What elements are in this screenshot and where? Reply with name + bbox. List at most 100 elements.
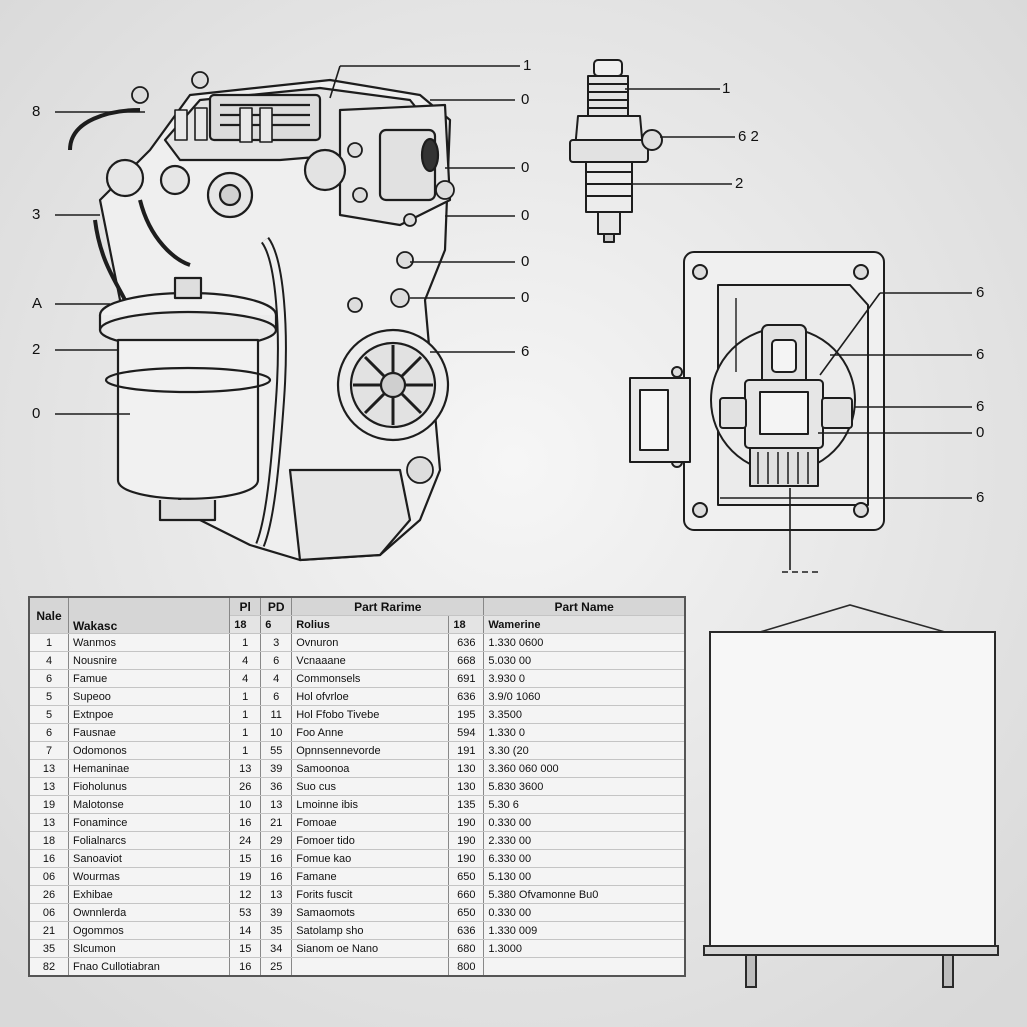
table-cell: 35 bbox=[260, 921, 293, 940]
subheader-wamerine: Wamerine bbox=[483, 615, 686, 634]
table-cell: 6 bbox=[260, 651, 293, 670]
table-cell: 2.330 00 bbox=[483, 831, 686, 850]
table-cell: Hol ofvrloe bbox=[291, 687, 450, 706]
table-cell: 4 bbox=[28, 651, 69, 670]
table-cell: Ownnlerda bbox=[67, 903, 231, 922]
header-pl: Pl bbox=[229, 597, 262, 616]
table-cell: 5.830 3600 bbox=[483, 777, 686, 796]
table-cell: 660 bbox=[448, 885, 485, 904]
table-cell: Fonamince bbox=[67, 813, 231, 832]
table-cell: 190 bbox=[448, 831, 485, 850]
table-cell: 190 bbox=[448, 813, 485, 832]
table-cell: 5.30 6 bbox=[483, 795, 686, 814]
header-wakasc: Wakasc bbox=[67, 597, 231, 634]
callout-engine-right-3: 0 bbox=[521, 159, 530, 176]
table-cell: 135 bbox=[448, 795, 485, 814]
table-cell: Forits fuscit bbox=[291, 885, 450, 904]
table-cell: 11 bbox=[260, 705, 293, 724]
table-cell: 5.130 00 bbox=[483, 867, 686, 886]
table-cell: 10 bbox=[260, 723, 293, 742]
table-cell: 15 bbox=[229, 849, 262, 868]
table-cell: Supeoo bbox=[67, 687, 231, 706]
header-nale: Nale bbox=[28, 597, 69, 634]
table-cell: Satolamp sho bbox=[291, 921, 450, 940]
table-cell: 06 bbox=[28, 903, 69, 922]
table-cell: 650 bbox=[448, 867, 485, 886]
table-cell: 36 bbox=[260, 777, 293, 796]
leader-lines bbox=[55, 65, 972, 499]
callout-engine-left-4: 2 bbox=[32, 341, 41, 358]
table-cell: 29 bbox=[260, 831, 293, 850]
panel-illustration bbox=[629, 251, 885, 573]
callout-panel-2: 6 bbox=[976, 346, 985, 363]
table-cell: Folialnarcs bbox=[67, 831, 231, 850]
table-cell: 1 bbox=[229, 723, 262, 742]
table-cell: 24 bbox=[229, 831, 262, 850]
table-cell: 4 bbox=[229, 651, 262, 670]
table-cell: Sanoaviot bbox=[67, 849, 231, 868]
table-cell: Foo Anne bbox=[291, 723, 450, 742]
table-cell: 3 bbox=[260, 633, 293, 652]
table-cell: Slcumon bbox=[67, 939, 231, 958]
table-cell: 191 bbox=[448, 741, 485, 760]
table-cell: 3.3500 bbox=[483, 705, 686, 724]
table-cell: 82 bbox=[28, 957, 69, 977]
header-part-rarime: Part Rarime bbox=[291, 597, 485, 616]
table-cell: Fioholunus bbox=[67, 777, 231, 796]
callout-engine-left-2: 3 bbox=[32, 206, 41, 223]
table-cell: 668 bbox=[448, 651, 485, 670]
table-cell: Malotonse bbox=[67, 795, 231, 814]
table-cell: 13 bbox=[260, 795, 293, 814]
table-cell: 3.9/0 1060 bbox=[483, 687, 686, 706]
callout-engine-right-4: 0 bbox=[521, 207, 530, 224]
header-pd: PD bbox=[260, 597, 293, 616]
table-cell: Hemaninae bbox=[67, 759, 231, 778]
table-cell: 3.30 (20 bbox=[483, 741, 686, 760]
table-cell: Famane bbox=[291, 867, 450, 886]
spark-plug-illustration bbox=[569, 59, 663, 243]
callout-engine-right-5: 0 bbox=[521, 253, 530, 270]
callout-engine-right-2: 0 bbox=[521, 91, 530, 108]
table-cell: Fomoae bbox=[291, 813, 450, 832]
table-cell: 3.930 0 bbox=[483, 669, 686, 688]
table-cell: Lmoinne ibis bbox=[291, 795, 450, 814]
table-cell: 5.030 00 bbox=[483, 651, 686, 670]
callout-engine-left-3: A bbox=[32, 295, 43, 312]
table-cell: 15 bbox=[229, 939, 262, 958]
table-cell: Fausnae bbox=[67, 723, 231, 742]
parts-table: Nale Wakasc Pl PD Part Rarime Part Name … bbox=[28, 596, 686, 977]
table-cell: Exhibae bbox=[67, 885, 231, 904]
table-cell: 691 bbox=[448, 669, 485, 688]
subheader-pd: 6 bbox=[260, 615, 293, 634]
table-cell: 1.330 0 bbox=[483, 723, 686, 742]
table-cell: 13 bbox=[229, 759, 262, 778]
callout-engine-left-1: 8 bbox=[32, 103, 41, 120]
table-cell: 195 bbox=[448, 705, 485, 724]
callout-engine-right-6: 0 bbox=[521, 289, 530, 306]
table-cell: 16 bbox=[28, 849, 69, 868]
table-cell bbox=[291, 957, 450, 977]
table-cell: 636 bbox=[448, 633, 485, 652]
subheader-num: 18 bbox=[448, 615, 485, 634]
subheader-rolius: Rolius bbox=[291, 615, 450, 634]
table-cell: Commonsels bbox=[291, 669, 450, 688]
callout-spark-plug-3: 2 bbox=[735, 175, 744, 192]
table-cell: 190 bbox=[448, 849, 485, 868]
table-cell: 680 bbox=[448, 939, 485, 958]
table-cell: Samaomots bbox=[291, 903, 450, 922]
table-cell: 35 bbox=[28, 939, 69, 958]
table-cell: 5 bbox=[28, 687, 69, 706]
callout-panel-3: 6 bbox=[976, 398, 985, 415]
table-cell: 1 bbox=[229, 741, 262, 760]
table-cell: 636 bbox=[448, 921, 485, 940]
table-cell: 6 bbox=[28, 723, 69, 742]
table-cell: 25 bbox=[260, 957, 293, 977]
table-cell: 1.330 0600 bbox=[483, 633, 686, 652]
